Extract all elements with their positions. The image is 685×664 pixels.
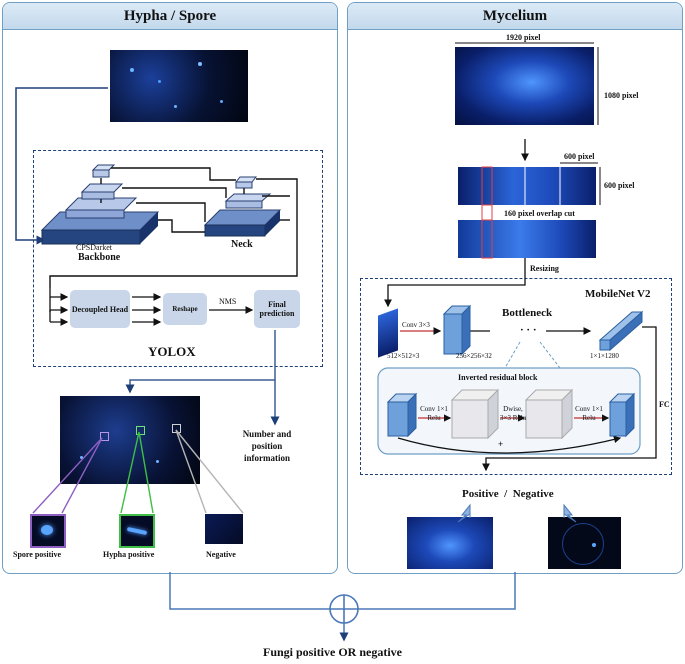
mycelium-full-image bbox=[455, 47, 594, 125]
mycelium-panel: Mycelium bbox=[347, 2, 683, 574]
crop-connectors bbox=[32, 429, 244, 514]
neck-label: Neck bbox=[231, 239, 253, 250]
dim-256-label: 256×256×32 bbox=[456, 352, 492, 360]
output-info-label: Number and position information bbox=[242, 429, 292, 463]
mycelium-title: Mycelium bbox=[348, 3, 682, 30]
irb-block-4 bbox=[608, 392, 636, 438]
irb-container bbox=[377, 367, 641, 455]
irb-conv2-label: Conv 1×1 Relu bbox=[575, 405, 603, 422]
backbone-neck-connections bbox=[49, 167, 298, 288]
feature-block-256 bbox=[442, 304, 472, 356]
negative-example-image bbox=[548, 517, 621, 569]
irb-title: Inverted residual block bbox=[458, 373, 538, 382]
input-to-backbone-line bbox=[15, 87, 108, 245]
hypha-crop-image bbox=[119, 514, 155, 548]
mycelium-tile-image bbox=[458, 167, 596, 205]
feature-block-1280 bbox=[598, 310, 644, 352]
irb-block-1 bbox=[386, 392, 418, 438]
backbone-sublabel: CPSDarket bbox=[76, 243, 112, 252]
height-label: 1080 pixel bbox=[604, 91, 639, 100]
resizing-label: Resizing bbox=[530, 264, 559, 273]
head-input-arrows bbox=[49, 288, 254, 326]
ellipsis-label: · · · bbox=[520, 324, 537, 336]
spore-positive-label: Spore positive bbox=[13, 550, 62, 559]
prediction-output-lines bbox=[125, 330, 280, 426]
mobilenet-region bbox=[360, 278, 672, 475]
mycelium-cut-image bbox=[458, 220, 596, 258]
yolox-label: YOLOX bbox=[148, 344, 196, 359]
yolox-region bbox=[33, 150, 323, 367]
spore-input-image bbox=[110, 50, 248, 122]
negative-label: Negative bbox=[206, 550, 236, 559]
spore-crop-image bbox=[30, 514, 66, 548]
result-arrows bbox=[457, 503, 577, 523]
reshape-box: Reshape bbox=[163, 293, 207, 325]
irb-conv1-label: Conv 1×1 Relu bbox=[420, 405, 448, 422]
bottleneck-label: Bottleneck bbox=[502, 307, 553, 319]
width-label: 1920 pixel bbox=[506, 33, 541, 42]
hypha-spore-title: Hypha / Spore bbox=[3, 3, 337, 30]
decoupled-head-box: Decoupled Head bbox=[70, 290, 130, 328]
irb-arrows bbox=[397, 414, 622, 454]
fc-label: FC bbox=[659, 400, 670, 409]
final-output-label: Fungi positive OR negative bbox=[263, 645, 403, 659]
irb-plus-label: + bbox=[498, 439, 504, 449]
overlap-label: 160 pixel overlap cut bbox=[504, 209, 575, 218]
irb-block-3 bbox=[524, 388, 574, 440]
tile-height-label: 600 pixel bbox=[604, 181, 635, 190]
output-dim-label: 1×1×1280 bbox=[590, 352, 619, 360]
irb-dwise-label: Dwise, 3×3 Relu bbox=[500, 405, 526, 422]
backbone-label: Backbone bbox=[78, 252, 121, 263]
mycelium-flow-arrows bbox=[384, 139, 657, 472]
final-prediction-box: Final prediction bbox=[254, 290, 300, 328]
backbone-block bbox=[40, 164, 160, 245]
tile-grid bbox=[481, 166, 561, 259]
negative-crop-image bbox=[205, 514, 243, 544]
conv-label: Conv 3×3 bbox=[402, 321, 430, 329]
mobilenet-label: MobileNet V2 bbox=[585, 288, 651, 300]
input-dim-label: 512×512×3 bbox=[387, 352, 420, 360]
neck-block bbox=[203, 176, 282, 237]
result-label: Positive / Negative bbox=[462, 488, 554, 500]
combine-lines bbox=[169, 572, 516, 642]
irb-block-2 bbox=[450, 388, 500, 440]
nms-label: NMS bbox=[219, 297, 237, 306]
positive-example-image bbox=[407, 517, 493, 569]
dimension-markers bbox=[455, 42, 601, 205]
tile-width-label: 600 pixel bbox=[564, 152, 595, 161]
hypha-positive-label: Hypha positive bbox=[103, 550, 155, 559]
